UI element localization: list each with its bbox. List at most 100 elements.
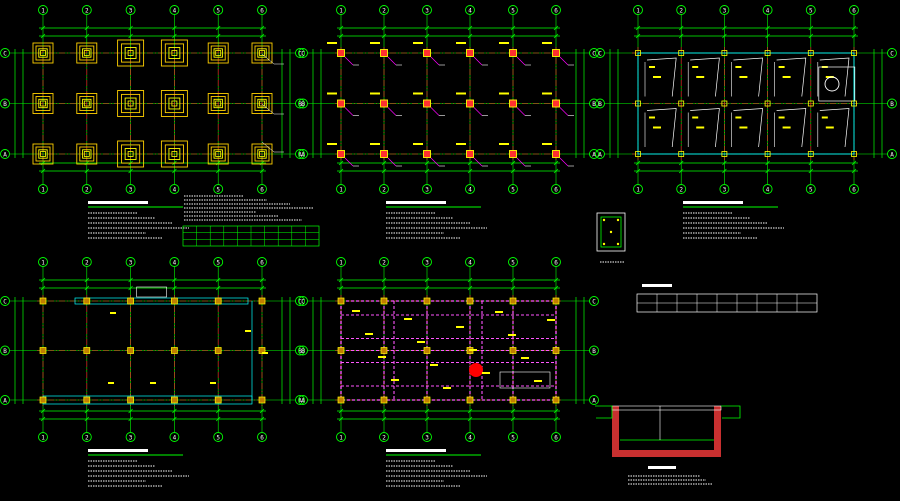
axis-bottom-6-bubble: [551, 432, 561, 442]
axis-top-6-label: 6: [554, 259, 558, 266]
axis-left-C-label: C: [301, 50, 305, 57]
rebar-tag: [739, 76, 748, 78]
opening-outline: [136, 286, 167, 298]
column-section: [380, 396, 388, 404]
column-section: [127, 396, 134, 404]
footing-outline: [257, 149, 267, 159]
axis-top-3-label: 3: [723, 7, 727, 14]
axis-right-B-label: B: [592, 101, 596, 108]
footing-outline: [213, 48, 223, 58]
axis-bottom-1-bubble: [336, 184, 346, 194]
axis-top-4-bubble: [762, 5, 773, 15]
column-section: [764, 151, 771, 157]
axis-bottom-4-bubble: [762, 184, 773, 194]
opening-outline: [499, 371, 551, 389]
axis-bottom-3-bubble: [422, 184, 432, 194]
axis-left-B-bubble: [595, 98, 605, 109]
column-section: [721, 151, 728, 157]
column-section: [635, 151, 641, 157]
axis-top-5-label: 5: [216, 7, 220, 14]
column-section: [678, 151, 685, 157]
rebar-dot: [616, 218, 620, 222]
axis-bottom-6-bubble: [551, 184, 561, 194]
axis-bottom-3-bubble: [719, 184, 730, 194]
axis-right-A-bubble: [887, 149, 897, 159]
leader-line: [261, 103, 275, 115]
axis-top-5-label: 5: [511, 259, 515, 266]
rebar-dot: [602, 242, 606, 246]
column-section: [466, 396, 474, 404]
axis-bottom-2-bubble: [81, 432, 92, 442]
axis-top-4-bubble: [169, 257, 180, 267]
axis-left-A-bubble: [595, 149, 605, 159]
axis-right-A-label: A: [298, 151, 302, 158]
column-section: [552, 347, 560, 354]
column-section: [380, 150, 388, 158]
footing-outline: [117, 39, 145, 67]
axis-bottom-3-label: 3: [425, 186, 429, 193]
beam-tag: [150, 382, 156, 384]
axis-bottom-5-bubble: [213, 184, 224, 194]
footing-outline: [35, 96, 51, 111]
axis-left-B-label: B: [3, 348, 7, 355]
footing-outline: [210, 146, 226, 162]
axis-top-2-label: 2: [679, 7, 683, 14]
beam-tag: [482, 372, 490, 374]
axis-top-2-bubble: [379, 257, 389, 267]
axis-top-1-bubble: [38, 257, 48, 267]
column-section: [337, 297, 345, 305]
beam-tag: [352, 310, 360, 312]
axis-top-1-bubble: [633, 5, 643, 15]
column-tag: [499, 143, 509, 145]
axis-left-B-bubble: [0, 345, 10, 356]
footing-outline: [207, 143, 229, 165]
axis-top-6-bubble: [551, 257, 561, 267]
axis-bottom-6-label: 6: [260, 434, 264, 441]
column-section: [635, 100, 641, 107]
column-section: [258, 297, 266, 305]
axis-bottom-6-label: 6: [554, 434, 558, 441]
column-section: [83, 297, 91, 305]
footing-outline: [79, 96, 95, 111]
leader-line: [261, 141, 275, 153]
axis-top-5-label: 5: [511, 7, 515, 14]
rebar-tag: [696, 76, 705, 78]
rebar-tag: [653, 126, 661, 129]
stair-opening: [824, 76, 840, 92]
axis-top-5-bubble: [508, 257, 518, 267]
axis-right-A-label: A: [592, 397, 596, 404]
axis-bottom-5-label: 5: [216, 186, 220, 193]
axis-left-C-bubble: [298, 48, 308, 58]
column-tag: [413, 92, 423, 95]
axis-left-C-bubble: [298, 296, 308, 306]
footing-outline: [251, 143, 273, 165]
column-leader: [344, 157, 354, 167]
rebar-tag: [739, 126, 748, 129]
column-section: [509, 150, 517, 158]
axis-top-6-bubble: [551, 5, 561, 15]
rebar-tag: [649, 66, 655, 68]
axis-bottom-5-label: 5: [216, 434, 220, 441]
column-section: [380, 347, 388, 354]
slab-rebar: [646, 57, 677, 97]
footing-outline: [164, 93, 184, 114]
axis-top-4-bubble: [465, 257, 475, 267]
column-leader: [430, 107, 440, 116]
axis-left-B-label: B: [301, 101, 305, 108]
detail-outline: [611, 405, 722, 411]
footing-outline: [32, 143, 54, 165]
column-section: [171, 297, 178, 305]
column-section: [423, 99, 431, 108]
axis-left-C-bubble: [595, 48, 605, 58]
column-leader: [516, 56, 526, 66]
column-tag: [499, 42, 509, 44]
axis-bottom-6-bubble: [849, 184, 859, 194]
axis-bottom-6-bubble: [257, 432, 267, 442]
column-section: [127, 297, 134, 305]
beam-tag: [404, 318, 412, 320]
roof-beam: [340, 300, 557, 401]
rebar-tag: [782, 76, 791, 78]
axis-left-B-bubble: [298, 345, 308, 356]
axis-right-B-label: B: [298, 348, 302, 355]
